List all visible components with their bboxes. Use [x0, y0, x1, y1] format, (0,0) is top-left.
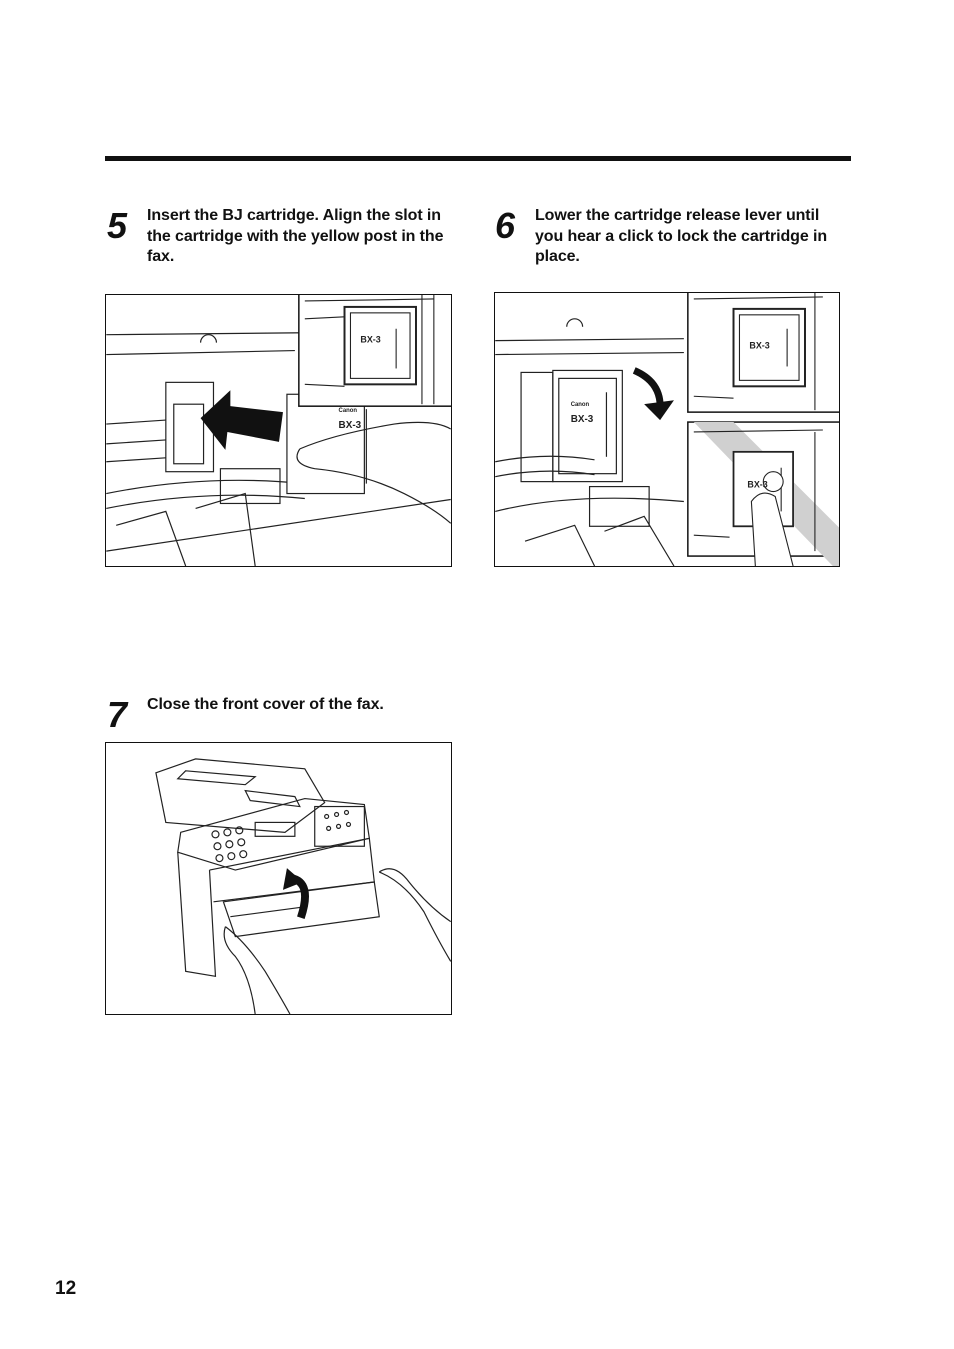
cartridge-insert-drawing: BX-3 Canon BX-3 [106, 295, 451, 566]
inset-cartridge-model-label-partial: BX-3 [747, 480, 767, 490]
step-5-number: 5 [107, 205, 128, 246]
cartridge-lock-drawing: BX-3 Canon BX-3 [495, 293, 839, 566]
cartridge-brand-label: Canon [339, 408, 358, 414]
page-number: 12 [55, 1278, 77, 1299]
step-6-inset-bottom: BX-3 [687, 421, 839, 566]
close-cover-drawing [155, 758, 451, 1014]
step-5-inset-detail: BX-3 [298, 295, 451, 407]
step-6-number: 6 [495, 205, 516, 246]
step-6-instruction: Lower the cartridge release lever until … [535, 207, 827, 265]
lower-lever-arrow-head-icon [644, 400, 674, 421]
cartridge-model-label: BX-3 [339, 420, 362, 431]
step-7-number: 7 [107, 694, 128, 735]
header-rule [105, 156, 851, 161]
cartridge-model-label: BX-3 [571, 414, 594, 425]
step-6-inset-top: BX-3 [687, 293, 839, 413]
close-cover-arrow-head-icon [282, 868, 303, 890]
cartridge-brand-label: Canon [571, 402, 590, 408]
step-5-instruction: Insert the BJ cartridge. Align the slot … [147, 207, 444, 265]
insert-direction-arrow-icon [200, 390, 283, 450]
step-7-illustration [105, 742, 452, 1015]
step-6-illustration: BX-3 Canon BX-3 [494, 292, 840, 567]
inset-cartridge-model-label: BX-3 [749, 341, 769, 351]
inset-cartridge-model-label: BX-3 [360, 335, 380, 345]
step-7-instruction: Close the front cover of the fax. [147, 696, 384, 713]
step-5-illustration: BX-3 Canon BX-3 [105, 294, 452, 567]
